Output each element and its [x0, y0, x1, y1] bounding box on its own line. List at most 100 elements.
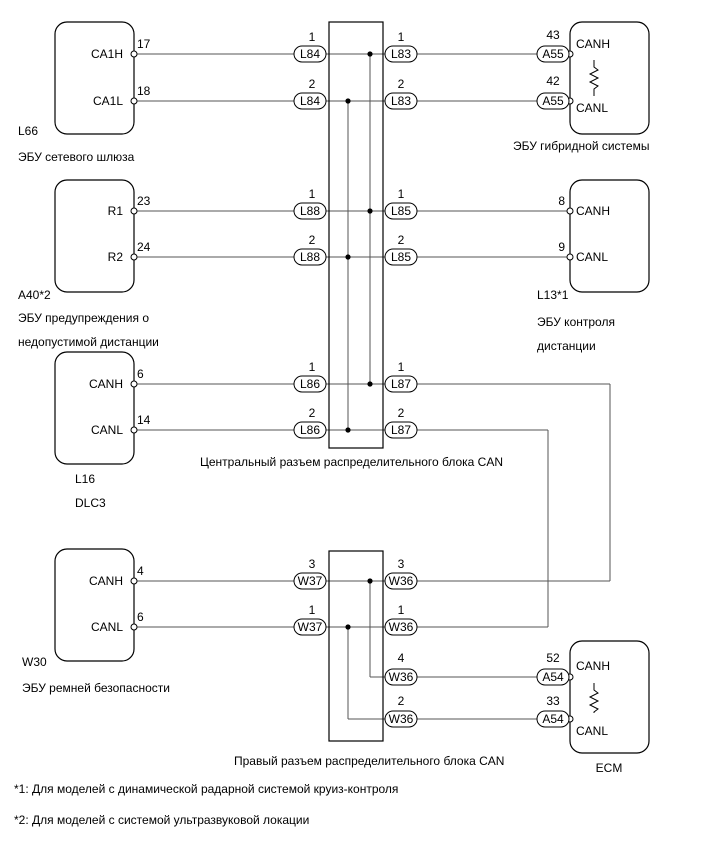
connector-pill-hybrid-a55-h: A55 [536, 45, 570, 63]
ecu-name: ECM [596, 761, 623, 775]
pin-terminal [130, 253, 138, 261]
connector-pill-hybrid-a55-l: A55 [536, 92, 570, 110]
connector-pin-number: 2 [309, 406, 316, 420]
pin-number: 42 [546, 74, 560, 88]
pin-number: 23 [137, 194, 151, 208]
pin-number: 43 [546, 28, 560, 42]
pin-label: CANH [576, 37, 610, 51]
ecu-name: ЭБУ ремней безопасности [22, 681, 170, 695]
distance-control-ecu-box [569, 179, 650, 293]
junction-dot [367, 381, 373, 387]
connector-pin-number: 1 [309, 30, 316, 44]
ecu-name: ЭБУ предупреждения о [18, 311, 149, 325]
hybrid-ecu-box [569, 21, 650, 135]
connector-label: L88 [300, 250, 320, 264]
connector-pin-number: 2 [398, 233, 405, 247]
connector-pill-ecm-a54-h: A54 [536, 668, 570, 686]
connector-pill-right-w36-3: W36 3 [384, 557, 418, 590]
connector-label: A54 [542, 670, 564, 684]
connector-pin-number: 2 [398, 77, 405, 91]
footnote: *2: Для моделей с системой ультразвуково… [14, 813, 309, 827]
pin-label: CANL [91, 423, 123, 437]
pin-number: 6 [137, 610, 144, 624]
connector-pill-ecm-a54-l: A54 [536, 710, 570, 728]
right-junction-caption: Правый разъем распределительного блока C… [234, 754, 504, 768]
ecu-name: ЭБУ сетевого шлюза [18, 150, 135, 164]
pin-label: R2 [108, 250, 124, 264]
pin-number: 17 [137, 37, 151, 51]
connector-pill-left-l84-2: L84 2 [293, 77, 327, 110]
connector-pin-number: 2 [309, 77, 316, 91]
connector-pill-right-l83-2: L83 2 [384, 77, 418, 110]
connector-pin-number: 2 [309, 233, 316, 247]
connector-label: A54 [542, 712, 564, 726]
pin-terminal [130, 380, 138, 388]
pin-terminal [130, 577, 138, 585]
connector-pill-right-l83-1: L83 1 [384, 30, 418, 63]
pin-number: 14 [137, 413, 151, 427]
junction-dot [345, 254, 351, 260]
pin-label: CANH [576, 204, 610, 218]
pin-label: CA1H [91, 47, 123, 61]
pin-number: 9 [558, 240, 565, 254]
junction-dot [367, 51, 373, 57]
ecu-code: A40*2 [18, 288, 51, 302]
connector-label: W36 [389, 712, 414, 726]
central-junction-caption: Центральный разъем распределительного бл… [200, 455, 503, 469]
ecu-code: W30 [22, 655, 47, 669]
connector-label: L87 [391, 377, 411, 391]
ecu-name: DLC3 [75, 496, 106, 510]
terminator-resistor [588, 60, 600, 96]
connector-label: L86 [300, 423, 320, 437]
connector-pill-left-l84-1: L84 1 [293, 30, 327, 63]
pin-label: CANL [91, 620, 123, 634]
connector-pill-right-l85-2: L85 2 [384, 233, 418, 266]
footnote: *1: Для моделей с динамической радарной … [14, 782, 398, 796]
junction-dot [345, 427, 351, 433]
pin-terminal [130, 207, 138, 215]
pin-label: CANL [576, 101, 608, 115]
connector-pill-left-l86-1: L86 1 [293, 360, 327, 393]
connector-label: W36 [389, 620, 414, 634]
connector-pin-number: 1 [398, 30, 405, 44]
pin-label: R1 [108, 204, 124, 218]
right-junction-block [328, 550, 384, 742]
connector-pill-right-l87-1: L87 1 [384, 360, 418, 393]
terminator-resistor [588, 683, 600, 713]
pin-number: 4 [137, 564, 144, 578]
connector-pin-number: 1 [309, 360, 316, 374]
connector-pill-left-l88-1: L88 1 [293, 187, 327, 220]
pin-label: CANL [576, 724, 608, 738]
connector-pin-number: 2 [398, 406, 405, 420]
connector-pill-right-l87-2: L87 2 [384, 406, 418, 439]
central-junction-block [328, 21, 384, 449]
pin-label: CANL [576, 250, 608, 264]
connector-label: A55 [542, 94, 564, 108]
connector-label: A55 [542, 47, 564, 61]
connector-pill-right-w36-1: W36 1 [384, 603, 418, 636]
connector-pill-left-w37-3: W37 3 [293, 557, 327, 590]
connector-label: W37 [298, 574, 323, 588]
pin-terminal [566, 253, 574, 261]
pin-label: CANH [89, 377, 123, 391]
connector-pill-left-l86-2: L86 2 [293, 406, 327, 439]
junction-dot [367, 208, 373, 214]
connector-pin-number: 1 [398, 360, 405, 374]
connector-pill-right-w36-2: W36 2 [384, 694, 418, 728]
ecu-name: недопустимой дистанции [18, 335, 159, 349]
connector-pin-number: 3 [398, 557, 405, 571]
ecu-code: L66 [18, 124, 38, 138]
pin-number: 52 [546, 651, 560, 665]
dist-warning-ecu-box [54, 179, 135, 293]
connector-pill-left-l88-2: L88 2 [293, 233, 327, 266]
junction-dot [367, 578, 373, 584]
connector-pin-number: 1 [309, 187, 316, 201]
junction-dot [345, 624, 351, 630]
connector-label: L87 [391, 423, 411, 437]
ecm-box [569, 640, 650, 754]
ecu-name: ЭБУ гибридной системы [513, 139, 649, 153]
connector-label: W36 [389, 574, 414, 588]
pin-label: CANH [576, 659, 610, 673]
pin-terminal [566, 207, 574, 215]
